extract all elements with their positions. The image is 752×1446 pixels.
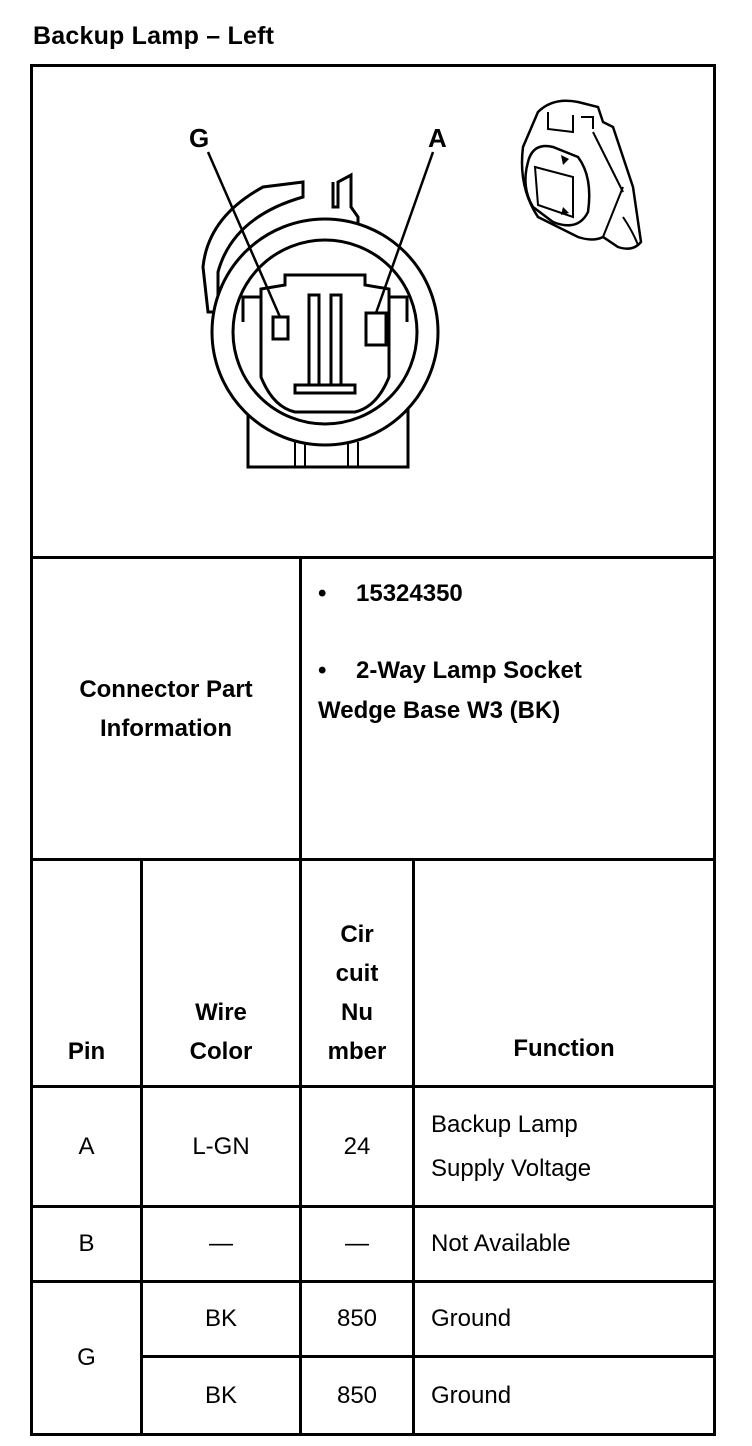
part-number: 15324350 [356, 580, 463, 607]
row-g2-circuit: 850 [336, 1381, 378, 1409]
divider-col-circuit [412, 858, 415, 1436]
bullet-icon: • [318, 580, 327, 607]
pin-a-leader [374, 151, 435, 314]
center-slot-2 [329, 293, 343, 389]
row-b-pin: B [78, 1230, 95, 1257]
row-g1-function: Ground [431, 1305, 512, 1332]
connector-table-frame [30, 64, 716, 1436]
connector-diagram: G A [189, 99, 643, 469]
row-a-circuit: 24 [343, 1132, 371, 1160]
part-info-label: Connector Part Information [79, 675, 253, 742]
part-description: 2-Way Lamp Socket Wedge Base W3 (BK) [318, 657, 582, 724]
pin-a-terminal [364, 311, 388, 347]
row-g2-function: Ground [431, 1381, 512, 1409]
pin-g-leader [206, 151, 282, 318]
row-g1-wire-color: BK [204, 1305, 237, 1332]
divider-row-g1 [142, 1355, 716, 1358]
header-circuit-number: Cir cuit Nu mber [327, 921, 387, 1065]
page-title: Backup Lamp – Left [33, 22, 275, 50]
header-function: Function [513, 1035, 615, 1062]
row-b-circuit: — [345, 1230, 369, 1257]
row-g2-wire-color: BK [204, 1381, 237, 1409]
pin-g-terminal [271, 315, 290, 341]
connector-3d-icon [520, 99, 643, 250]
divider-col-wire [299, 858, 302, 1436]
row-b-wire-color: — [209, 1230, 233, 1257]
divider-row-a [30, 1205, 716, 1208]
bullet-icon: • [318, 657, 327, 684]
center-slot-1 [307, 293, 321, 389]
row-a-wire-color: L-GN [192, 1132, 250, 1160]
row-g1-circuit: 850 [336, 1305, 378, 1332]
socket-recess [241, 273, 409, 322]
socket-top-tab [331, 172, 360, 227]
divider-part-info [30, 858, 716, 861]
row-g-pin: G [77, 1344, 96, 1371]
pin-g-label: G [189, 123, 209, 153]
header-wire-color: Wire Color [189, 999, 253, 1065]
divider-part-info-col [299, 556, 302, 861]
row-a-pin: A [78, 1132, 95, 1160]
divider-diagram [30, 556, 716, 559]
divider-row-b [30, 1280, 716, 1283]
header-pin: Pin [67, 1038, 106, 1065]
row-b-function: Not Available [431, 1230, 571, 1257]
divider-col-pin [140, 858, 143, 1436]
pin-a-label: A [428, 123, 447, 153]
row-a-function: Backup Lamp Supply Voltage [431, 1110, 592, 1182]
divider-header [30, 1085, 716, 1088]
